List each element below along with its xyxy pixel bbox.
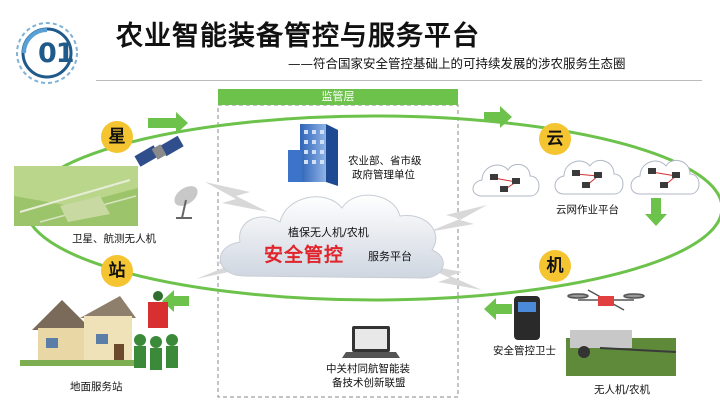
node-machine: 机 (546, 256, 564, 276)
supervision-layer-tab: 监管层 (218, 89, 458, 105)
center-cloud-title: 安全管控 (264, 244, 345, 266)
computer-icons (490, 168, 680, 192)
title-divider (96, 80, 702, 81)
cloud-platform-label: 云网作业平台 (556, 204, 619, 216)
government-building-icon (288, 124, 338, 186)
node-station: 站 (108, 261, 126, 281)
badge-number: 01 (38, 38, 75, 69)
satellite-icon (134, 135, 184, 167)
satellite-drone-label: 卫星、航测无人机 (72, 233, 156, 245)
farmland-image (14, 166, 138, 226)
alliance-label-line1: 中关村同航智能装 (326, 363, 410, 375)
page-title: 农业智能装备管控与服务平台 (116, 21, 480, 52)
node-circles (101, 121, 571, 287)
ministry-label-line2: 政府管理单位 (352, 169, 415, 181)
badge-ring-icon (16, 22, 78, 84)
node-satellite: 星 (108, 127, 126, 147)
center-cloud-subtitle: 植保无人机/农机 (288, 226, 369, 239)
drone-tractor-label: 无人机/农机 (594, 384, 651, 396)
ministry-label-line1: 农业部、省市级 (348, 155, 422, 167)
center-cloud (219, 194, 444, 279)
safety-guard-label: 安全管控卫士 (493, 345, 556, 357)
safety-guard-device-icon (514, 296, 540, 340)
radar-dish-icon (174, 186, 198, 219)
laptop-icon (342, 326, 400, 358)
page-subtitle: ——符合国家安全管控基础上的可持续发展的涉农服务生态圈 (288, 56, 626, 71)
people-group-icon (134, 291, 178, 370)
node-cloud: 云 (546, 129, 564, 149)
ground-station-label: 地面服务站 (70, 381, 123, 393)
alliance-label-line2: 备技术创新联盟 (332, 377, 406, 389)
house-icon (20, 296, 144, 366)
drone-icon (567, 289, 645, 311)
tractor-field-image (566, 330, 677, 376)
center-cloud-suffix: 服务平台 (368, 250, 412, 263)
supervision-layer-frame (217, 104, 459, 398)
